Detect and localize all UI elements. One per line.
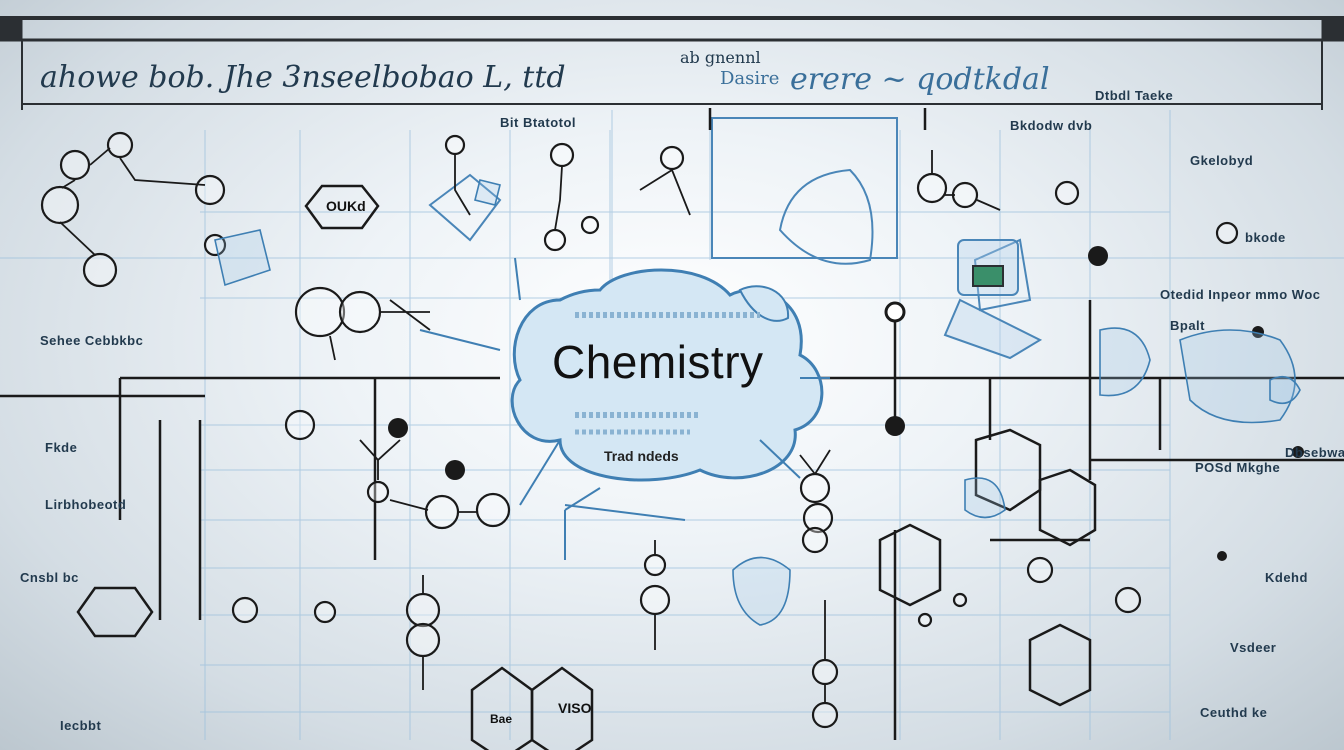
side-label: POSd Mkghe [1195, 460, 1281, 475]
central-label: Chemistry [552, 336, 764, 388]
side-label: Cnsbl bc [20, 570, 79, 585]
side-label: Vsdeer [1230, 640, 1277, 655]
cloud-connectors [419, 257, 830, 560]
dot-nodes [388, 246, 1304, 561]
side-label: Iecbbt [60, 718, 102, 733]
side-label: Otedid Inpeor mmo Woc [1160, 287, 1321, 302]
hex-label-top-left: OUKd [326, 198, 366, 214]
hex-label-bottom: VISO [558, 700, 592, 716]
hexagon-molecules [76, 184, 1097, 750]
side-label: Bkdodw dvb [1010, 118, 1093, 133]
header-small-mid: Dasire [720, 68, 780, 89]
sketch-accents [214, 179, 1301, 626]
side-label: Fkde [45, 440, 78, 455]
side-label: Bit Btatotol [500, 115, 577, 130]
side-label: Dbsebwal [1285, 445, 1344, 460]
molecule-bonds [59, 147, 1001, 703]
side-label: Ceuthd ke [1200, 705, 1268, 720]
side-label: Gkelobyd [1190, 153, 1254, 168]
blue-boxes [428, 117, 1032, 312]
side-label: Kdehd [1265, 570, 1308, 585]
frame [0, 16, 1344, 110]
side-label: Bpalt [1170, 318, 1205, 333]
header-small-right: Dtbdl Taeke [1095, 88, 1174, 103]
connector-lines [0, 108, 1344, 740]
central-sublabel: Trad ndeds [604, 448, 679, 464]
header-scrawl: ahowe bob. Jhe 3nseelbobao L, ttd [40, 60, 566, 95]
flask-icon [943, 239, 1043, 360]
side-label: Lirbhobeotd [45, 497, 127, 512]
hex-label-bottom-left: Bae [490, 712, 513, 726]
central-cloud [510, 268, 824, 482]
header-scrawl-right: erere ~ qodtkdal [790, 62, 1050, 97]
side-label: Sehee Cebbkbc [40, 333, 144, 348]
side-label: bkode [1245, 230, 1286, 245]
header-small-top: ab gnennl [680, 48, 761, 67]
